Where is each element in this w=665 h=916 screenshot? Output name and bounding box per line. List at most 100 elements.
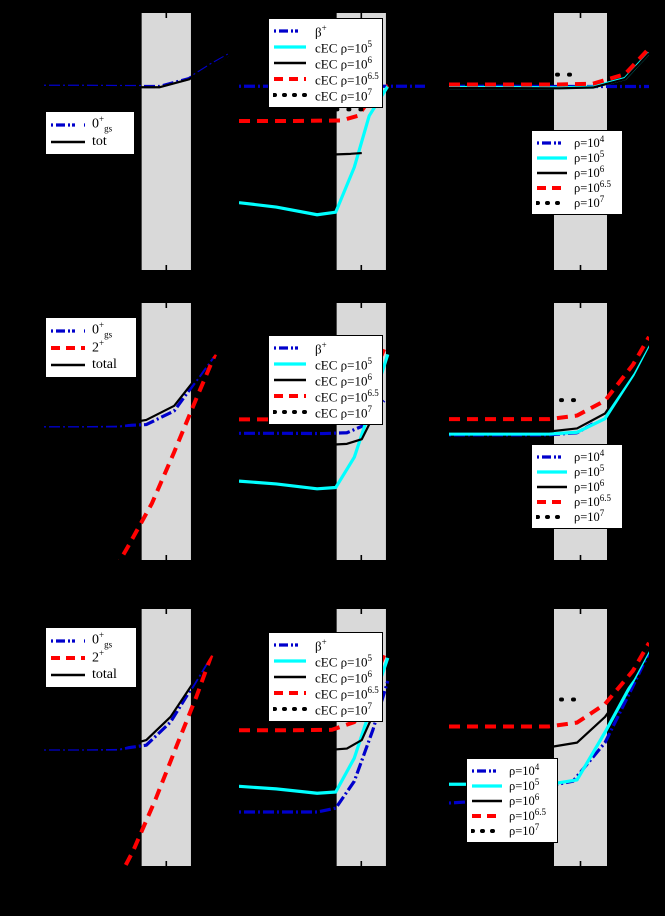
legend-row: cEC ρ=105 xyxy=(273,39,376,55)
legend-label: ρ=106 xyxy=(574,478,605,495)
legend-row: ρ=106.5 xyxy=(471,808,551,823)
legend-label: 0+gs xyxy=(92,320,113,340)
legend-superscript: 5 xyxy=(367,38,372,49)
series-line xyxy=(449,641,649,729)
legend-row: 0+gs xyxy=(50,630,130,650)
legend-superscript: + xyxy=(99,648,105,659)
legend-label: cEC ρ=106.5 xyxy=(315,684,379,702)
legend-superscript: + xyxy=(321,636,327,647)
legend-row: ρ=105 xyxy=(471,778,551,793)
line-sample-cyan-solid xyxy=(536,152,568,164)
line-sample-red-dashed xyxy=(536,496,568,508)
legend-row: tot xyxy=(50,133,128,150)
legend-row: ρ=104 xyxy=(536,449,616,464)
line-sample-black-dotted xyxy=(273,703,309,715)
legend-label: cEC ρ=105 xyxy=(315,652,372,670)
legend-row: ρ=105 xyxy=(536,150,616,165)
legend-superscript: 4 xyxy=(534,762,540,773)
legend-label: ρ=106 xyxy=(509,792,540,809)
series-line xyxy=(122,654,214,866)
series-line xyxy=(239,680,390,814)
line-sample-red-dashed xyxy=(50,652,86,664)
legend-row: total xyxy=(50,356,130,373)
line-sample-red-dashed xyxy=(471,810,503,822)
legend-superscript: 6.5 xyxy=(599,493,612,504)
line-sample-blue-dashdot xyxy=(50,119,86,131)
legend-row: cEC ρ=106 xyxy=(273,669,376,685)
legend-label: cEC ρ=106 xyxy=(315,54,372,72)
line-sample-black-solid xyxy=(50,359,86,371)
legend-row: cEC ρ=106 xyxy=(273,372,376,388)
line-sample-cyan-solid xyxy=(273,358,309,370)
legend-superscript: 6.5 xyxy=(599,179,612,190)
series-line xyxy=(44,53,230,89)
legend-superscript: 6 xyxy=(534,792,540,803)
legend-superscript: 6 xyxy=(367,371,372,382)
legend-row: cEC ρ=107 xyxy=(273,87,376,103)
series-line xyxy=(44,652,213,750)
legend-superscript: 6 xyxy=(599,478,605,489)
legend-label: ρ=105 xyxy=(574,463,605,480)
plot-canvas xyxy=(44,13,230,270)
legend-row: ρ=106.5 xyxy=(536,180,616,195)
legend-row: ρ=106.5 xyxy=(536,494,616,509)
legend-label: 0+gs xyxy=(92,114,113,134)
line-sample-black-dotted xyxy=(536,511,568,523)
legend-superscript: 7 xyxy=(599,508,605,519)
legend-row: 0+gs xyxy=(50,320,130,340)
legend-label: cEC ρ=107 xyxy=(315,700,372,718)
line-sample-black-solid xyxy=(273,57,309,69)
legend-superscript: 6.5 xyxy=(367,684,379,695)
legend-row: 0+gs xyxy=(50,114,128,134)
series-line xyxy=(449,648,649,749)
plot-canvas xyxy=(44,609,214,866)
legend-row: cEC ρ=106 xyxy=(273,55,376,71)
legend-label: cEC ρ=106.5 xyxy=(315,387,379,405)
legend-label: cEC ρ=105 xyxy=(315,355,372,373)
legend-label: ρ=107 xyxy=(574,508,605,525)
legend-row: cEC ρ=105 xyxy=(273,356,376,372)
legend-superscript: 7 xyxy=(599,194,605,205)
legend-row: ρ=107 xyxy=(536,509,616,524)
series-line xyxy=(44,351,217,427)
line-sample-blue-dashdot xyxy=(50,325,86,337)
plot-panel-r0c0 xyxy=(44,13,230,270)
legend-superscript: 5 xyxy=(599,149,605,160)
legend-label: ρ=107 xyxy=(509,822,540,839)
legend-row: ρ=107 xyxy=(536,195,616,210)
series-line xyxy=(117,353,217,560)
line-sample-blue-dashdot xyxy=(273,25,309,37)
legend-subscript: gs xyxy=(104,639,113,650)
legend-label: ρ=105 xyxy=(574,149,605,166)
line-sample-blue-dashdot xyxy=(536,137,568,149)
series-line xyxy=(239,85,390,217)
line-sample-black-dotted xyxy=(273,89,309,101)
series-line xyxy=(300,405,380,447)
line-sample-red-dashed xyxy=(273,73,309,85)
series-line xyxy=(300,706,378,752)
legend-label: cEC ρ=106.5 xyxy=(315,70,379,88)
legend-row: ρ=104 xyxy=(471,763,551,778)
legend-superscript: 6.5 xyxy=(367,387,379,398)
legend-label: total xyxy=(92,356,117,372)
series-line xyxy=(239,654,386,733)
legend-label: ρ=104 xyxy=(574,134,605,151)
series-line xyxy=(449,342,649,433)
line-sample-blue-dashdot xyxy=(536,451,568,463)
line-sample-cyan-solid xyxy=(471,780,503,792)
legend-row: ρ=105 xyxy=(536,464,616,479)
legend-row: cEC ρ=106.5 xyxy=(273,70,379,88)
shaded-band xyxy=(554,609,607,866)
legend-superscript: 6 xyxy=(367,54,372,65)
legend-row: cEC ρ=106.5 xyxy=(273,387,379,405)
line-sample-red-dashed xyxy=(536,182,568,194)
legend-row: β+ xyxy=(273,637,376,653)
line-sample-black-solid xyxy=(536,167,568,179)
legend-superscript: 4 xyxy=(599,134,605,145)
legend-label: 0+gs xyxy=(92,630,113,650)
line-sample-cyan-solid xyxy=(536,466,568,478)
line-sample-blue-dashdot xyxy=(273,639,309,651)
